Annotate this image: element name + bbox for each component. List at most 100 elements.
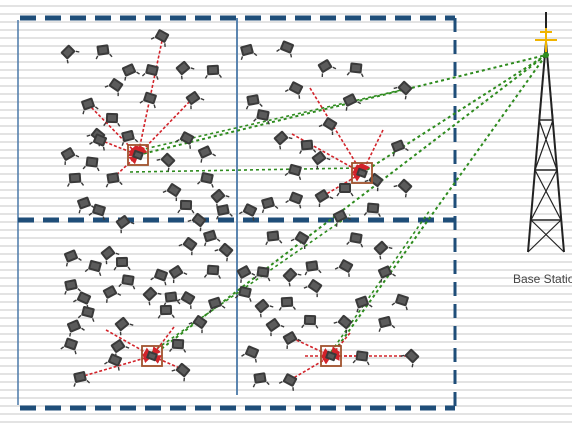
member-link <box>105 329 153 357</box>
sensor-node-icon <box>175 131 195 149</box>
sensor-node-icon <box>60 44 80 64</box>
sensor-node-icon <box>253 266 271 282</box>
sink-link <box>137 54 547 156</box>
sensor-node-icon <box>121 63 140 81</box>
base-station-label: Base Station <box>513 272 572 286</box>
member-link <box>291 133 363 174</box>
sensor-node-icon <box>393 80 413 100</box>
sensor-node-icon <box>299 139 317 155</box>
sensor-node-icon <box>110 339 130 358</box>
sensor-node-icon <box>301 314 319 329</box>
sensor-node-icon <box>377 265 396 283</box>
sensor-node-icon <box>303 279 323 298</box>
cluster-head-icon <box>146 350 158 362</box>
sensor-node-icon <box>254 298 274 318</box>
member-link <box>309 87 363 174</box>
sensor-node-icon <box>346 232 364 248</box>
sensor-node-icon <box>64 249 82 267</box>
sensor-node-icon <box>253 109 270 125</box>
sensor-node-icon <box>284 163 302 181</box>
sensor-node-icon <box>169 338 187 353</box>
sensor-node-icon <box>391 293 409 311</box>
relay-link <box>129 167 361 173</box>
sensor-node-icon <box>204 64 222 79</box>
sensor-node-icon <box>318 117 338 136</box>
sensing-field <box>17 15 457 411</box>
base-station-tower-icon <box>527 12 565 253</box>
sensor-node-icon <box>104 353 123 371</box>
sensor-node-icon <box>285 191 303 209</box>
sensor-node-icon <box>141 64 159 80</box>
sensor-node-icon <box>187 212 207 232</box>
sensor-node-icon <box>304 260 322 276</box>
sensor-node-icon <box>334 259 354 277</box>
sensor-node-icon <box>317 59 337 78</box>
sensor-node-icon <box>115 215 135 234</box>
sensor-node-icon <box>203 229 221 247</box>
sensor-node-icon <box>188 315 208 334</box>
sensor-node-icon <box>265 318 285 337</box>
sensor-node-icon <box>95 44 113 60</box>
sink-link <box>361 54 547 174</box>
sensor-node-icon <box>278 296 296 311</box>
sensor-node-icon <box>273 130 293 150</box>
sensor-node-icon <box>73 371 91 387</box>
member-link <box>79 353 153 378</box>
cluster-head-box <box>351 162 373 184</box>
sensor-node-icon <box>234 286 252 302</box>
sensor-node-icon <box>113 256 131 271</box>
sensor-node-icon <box>261 196 279 214</box>
sensor-node-icon <box>197 145 216 163</box>
member-link <box>99 139 139 157</box>
relay-link <box>330 209 431 353</box>
member-link <box>151 326 175 357</box>
sensor-node-icon <box>121 130 139 146</box>
cluster-head-box <box>127 144 149 166</box>
sensor-node-icon <box>391 139 409 157</box>
sensor-node-icon <box>314 189 334 208</box>
sensor-node-icon <box>265 230 283 246</box>
sensor-node-icon <box>103 112 121 127</box>
sensor-node-icon <box>284 81 304 99</box>
cluster-head-icon <box>356 167 368 179</box>
sensor-node-icon <box>84 259 102 277</box>
sensor-node-icon <box>88 203 106 221</box>
sensor-node-icon <box>177 199 195 214</box>
sensor-node-icon <box>118 274 136 290</box>
sink-link <box>151 54 547 357</box>
cluster-head-box <box>141 345 163 367</box>
sensor-node-icon <box>66 319 85 337</box>
sensor-node-icon <box>73 291 92 309</box>
sensor-node-icon <box>77 306 95 322</box>
member-link <box>289 355 332 381</box>
sensor-node-icon <box>241 345 260 363</box>
sensor-node-icon <box>252 372 270 388</box>
sensor-node-icon <box>82 156 100 172</box>
sensor-node-icon <box>64 279 81 295</box>
sensor-node-icon <box>157 304 175 319</box>
sensor-node-icon <box>203 264 222 279</box>
sensor-node-icon <box>104 78 124 97</box>
sensor-node-icon <box>100 245 120 265</box>
sensor-node-icon <box>311 150 331 170</box>
sensor-node-icon <box>139 91 157 109</box>
sensor-node-icon <box>89 133 108 151</box>
member-link <box>361 129 384 174</box>
sensor-node-icon <box>378 316 396 332</box>
sensor-node-icon <box>60 337 78 355</box>
sensor-node-icon <box>176 291 196 309</box>
sensor-node-icon <box>276 40 294 58</box>
sensor-nodes <box>60 29 420 391</box>
sensor-node-icon <box>150 268 168 286</box>
relay-link <box>151 214 351 353</box>
sensor-node-icon <box>171 362 191 382</box>
sensor-node-icon <box>208 296 226 314</box>
sensor-node-icon <box>162 183 182 202</box>
sensor-node-icon <box>393 178 413 198</box>
sensor-node-icon <box>240 43 258 61</box>
member-link <box>291 337 332 357</box>
sensor-node-icon <box>150 29 170 47</box>
sensor-node-icon <box>245 94 263 110</box>
sensor-node-icon <box>282 267 302 287</box>
